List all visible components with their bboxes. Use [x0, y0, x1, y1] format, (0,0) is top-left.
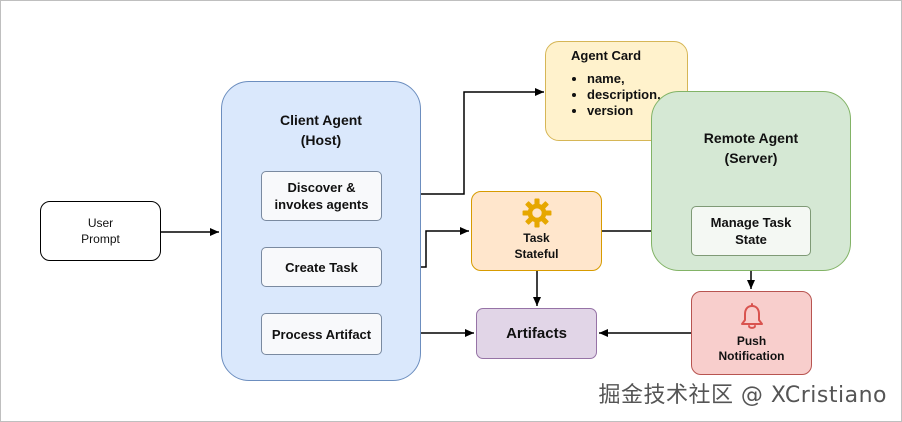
agent-card-title: Agent Card — [571, 48, 642, 63]
manage-task-state-node: Manage Task State — [691, 206, 811, 256]
agent-card-list: name, description, version — [571, 71, 661, 119]
agent-card-node: Agent Card name, description, version — [545, 41, 688, 141]
task-stateful-node: Task Stateful — [471, 191, 602, 271]
task-stateful-line1: Task — [523, 231, 550, 245]
bell-icon — [740, 302, 763, 329]
push-line2: Notification — [718, 348, 785, 363]
discover-line1: Discover & — [287, 180, 356, 195]
process-artifact-label: Process Artifact — [271, 326, 372, 342]
push-line1: Push — [736, 333, 767, 348]
task-stateful-line2: Stateful — [514, 247, 559, 261]
manage-task-line1: Manage Task — [710, 215, 792, 230]
user-prompt-line2: Prompt — [81, 232, 120, 246]
agent-card-item-name: name, — [587, 71, 661, 87]
artifacts-label: Artifacts — [506, 325, 567, 342]
user-prompt-node: User Prompt — [40, 201, 161, 261]
discover-line2: invokes agents — [274, 197, 369, 212]
artifacts-node: Artifacts — [476, 308, 597, 359]
remote-agent-subtitle: (Server) — [724, 150, 778, 166]
process-artifact-node: Process Artifact — [261, 313, 382, 355]
watermark-text: 掘金技术社区 @ XCristiano — [598, 383, 887, 408]
user-prompt-line1: User — [87, 216, 114, 230]
client-agent-subtitle: (Host) — [300, 132, 342, 148]
create-task-label: Create Task — [285, 259, 358, 275]
push-notification-node: Push Notification — [691, 291, 812, 375]
create-task-node: Create Task — [261, 247, 382, 287]
gear-icon — [522, 198, 551, 228]
agent-card-item-description: description, — [587, 87, 661, 103]
agent-card-item-version: version — [587, 103, 661, 119]
client-agent-title: Client Agent — [280, 112, 362, 128]
remote-agent-title: Remote Agent — [703, 130, 799, 146]
discover-agents-node: Discover & invokes agents — [261, 171, 382, 221]
arrow-discover-to-agent-card — [382, 88, 544, 195]
manage-task-line2: State — [735, 232, 767, 247]
